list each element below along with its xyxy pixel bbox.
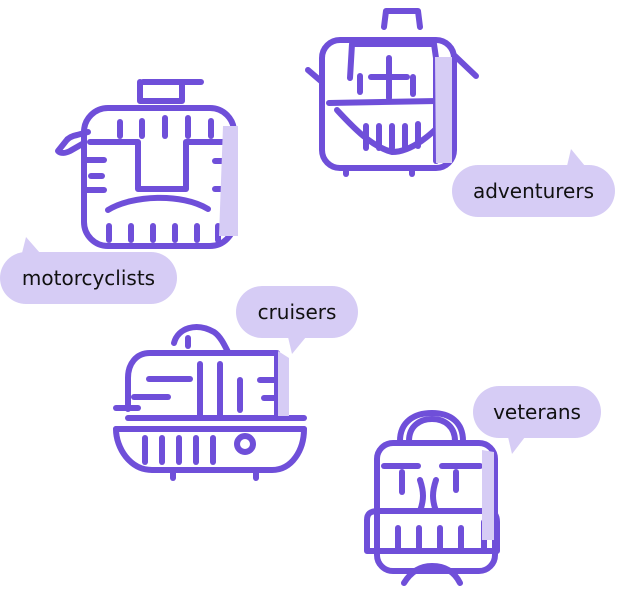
vintage-suitcase-icon <box>364 410 500 586</box>
cruisers-label: cruisers <box>257 300 337 324</box>
veterans-label: veterans <box>493 400 581 424</box>
adventurers-label: adventurers <box>472 179 594 203</box>
cruisers-bubble: cruisers <box>236 286 358 354</box>
smiling-suitcase-icon <box>305 8 479 177</box>
veterans-bubble: veterans <box>473 386 601 454</box>
motorcycle-case-icon <box>55 79 238 249</box>
camper-van-icon <box>113 324 307 481</box>
motorcyclists-label: motorcyclists <box>21 266 156 290</box>
adventurers-bubble: adventurers <box>452 149 615 217</box>
motorcyclists-bubble: motorcyclists <box>0 237 177 304</box>
